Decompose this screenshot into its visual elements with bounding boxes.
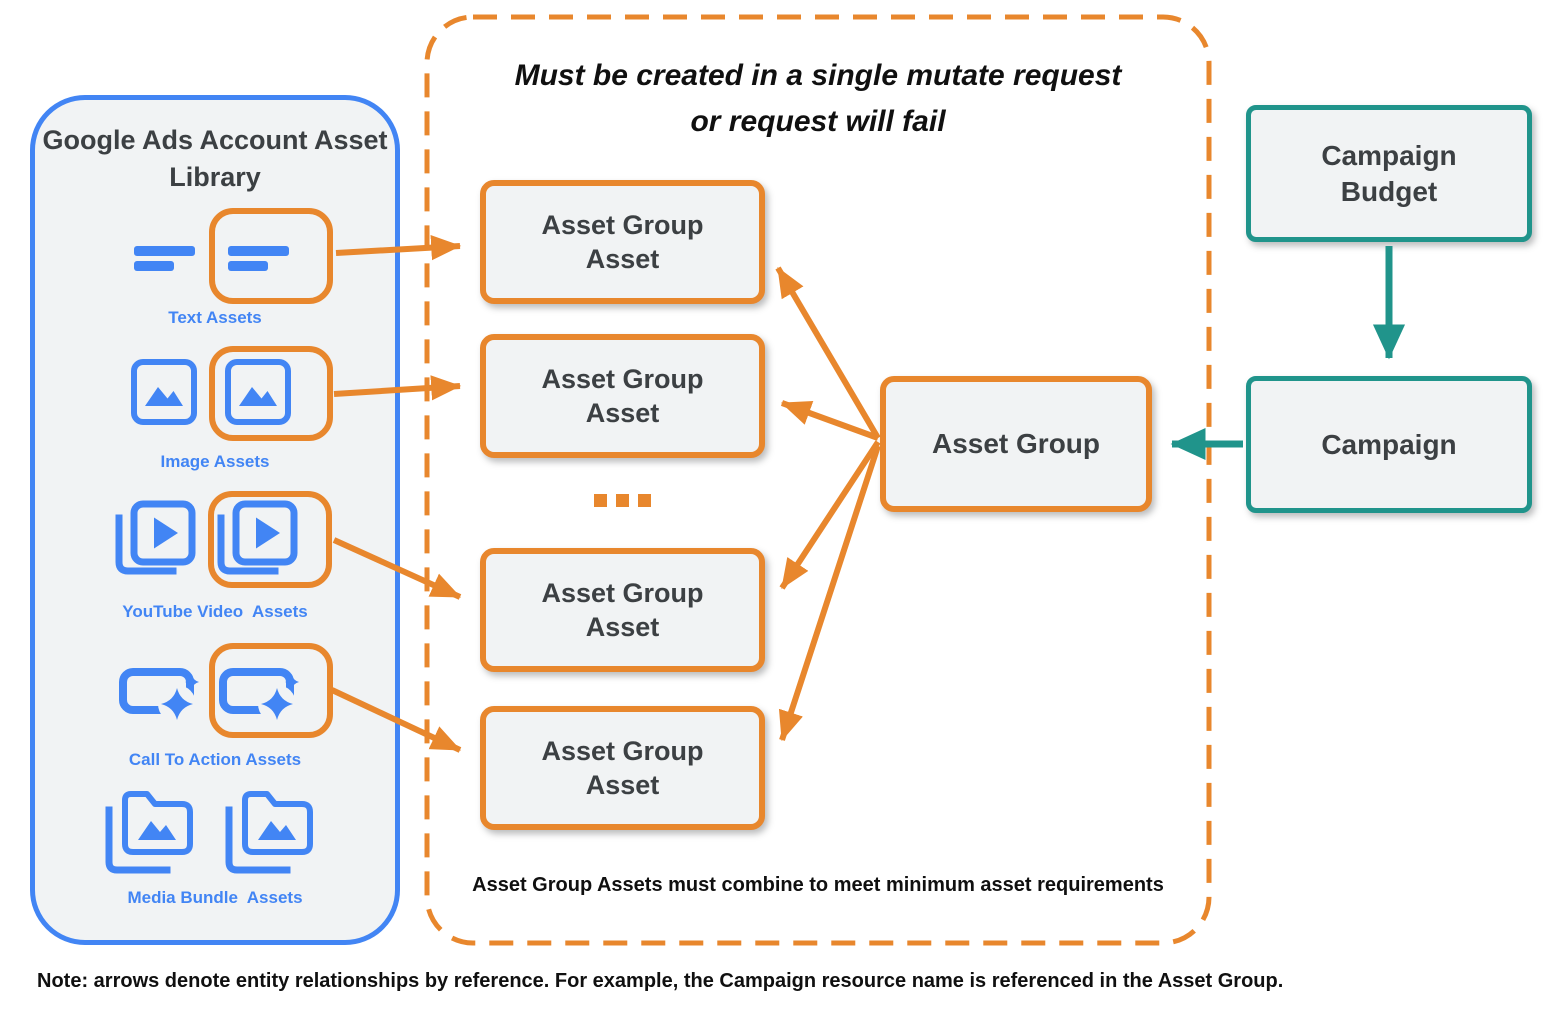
- image-assets-label: Image Assets: [160, 452, 270, 471]
- arrow-asset-group-to-asset-group-asset-3: [779, 440, 881, 590]
- youtube-video-assets-label: YouTube Video Assets: [122, 602, 308, 621]
- text-assets-label: Text Assets: [168, 308, 262, 327]
- ellipsis-dot: [594, 494, 607, 507]
- text-asset-icon: [228, 246, 289, 271]
- call-to-action-assets-label: Call To Action Assets: [128, 750, 302, 769]
- image-asset-highlight-frame: [209, 346, 333, 441]
- asset-group-asset-label: Asset Group Asset: [541, 210, 704, 274]
- asset-group-asset-box-3: Asset Group Asset: [480, 548, 765, 672]
- call-to-action-asset-highlight-frame: [209, 643, 333, 738]
- mutate-request-title-line1: Must be created in a single mutate reque…: [514, 59, 1122, 92]
- footnote: Note: arrows denote entity relationships…: [37, 970, 1284, 992]
- ellipsis: [480, 494, 765, 510]
- arrow-asset-group-to-asset-group-asset-2: [780, 400, 880, 441]
- campaign-box: Campaign: [1246, 376, 1532, 513]
- campaign-label: Campaign: [1321, 428, 1457, 460]
- media-bundle-asset-icon: [225, 791, 313, 874]
- asset-group-asset-label: Asset Group Asset: [541, 364, 704, 428]
- image-asset-icon: [131, 359, 197, 425]
- text-asset-icon: [134, 246, 195, 271]
- youtube-video-asset-highlight-frame: [208, 491, 332, 588]
- arrow-asset-group-to-asset-group-asset-4: [778, 445, 881, 742]
- asset-library-panel: Google Ads Account Asset Library Text As…: [30, 95, 400, 945]
- youtube-video-asset-icon: [115, 500, 196, 575]
- asset-group-asset-box-4: Asset Group Asset: [480, 706, 765, 830]
- ellipsis-dot: [638, 494, 651, 507]
- campaign-budget-label: Campaign Budget: [1321, 139, 1457, 207]
- call-to-action-asset-icon: [119, 668, 199, 723]
- mutate-request-title: Must be created in a single mutate reque…: [427, 53, 1209, 145]
- ellipsis-dot: [616, 494, 629, 507]
- arrow-asset-group-to-asset-group-asset-1: [775, 266, 881, 440]
- image-asset-icon: [225, 359, 291, 425]
- mutate-request-title-line2: or request will fail: [690, 105, 946, 138]
- media-bundle-asset-icon: [105, 791, 193, 874]
- asset-group-label: Asset Group: [931, 428, 1101, 459]
- text-asset-highlight-frame: [209, 208, 333, 304]
- asset-group-asset-label: Asset Group Asset: [541, 578, 704, 642]
- campaign-budget-box: Campaign Budget: [1246, 105, 1532, 242]
- asset-group-box: Asset Group: [880, 376, 1152, 512]
- youtube-video-asset-icon: [217, 500, 298, 575]
- asset-group-asset-box-2: Asset Group Asset: [480, 334, 765, 458]
- media-bundle-assets-label: Media Bundle Assets: [127, 888, 303, 907]
- asset-group-asset-box-1: Asset Group Asset: [480, 180, 765, 304]
- asset-group-asset-label: Asset Group Asset: [541, 736, 704, 800]
- call-to-action-asset-icon: [219, 668, 299, 723]
- mutate-group-caption: Asset Group Assets must combine to meet …: [472, 874, 1164, 896]
- asset-library-title: Google Ads Account Asset Library: [42, 125, 388, 192]
